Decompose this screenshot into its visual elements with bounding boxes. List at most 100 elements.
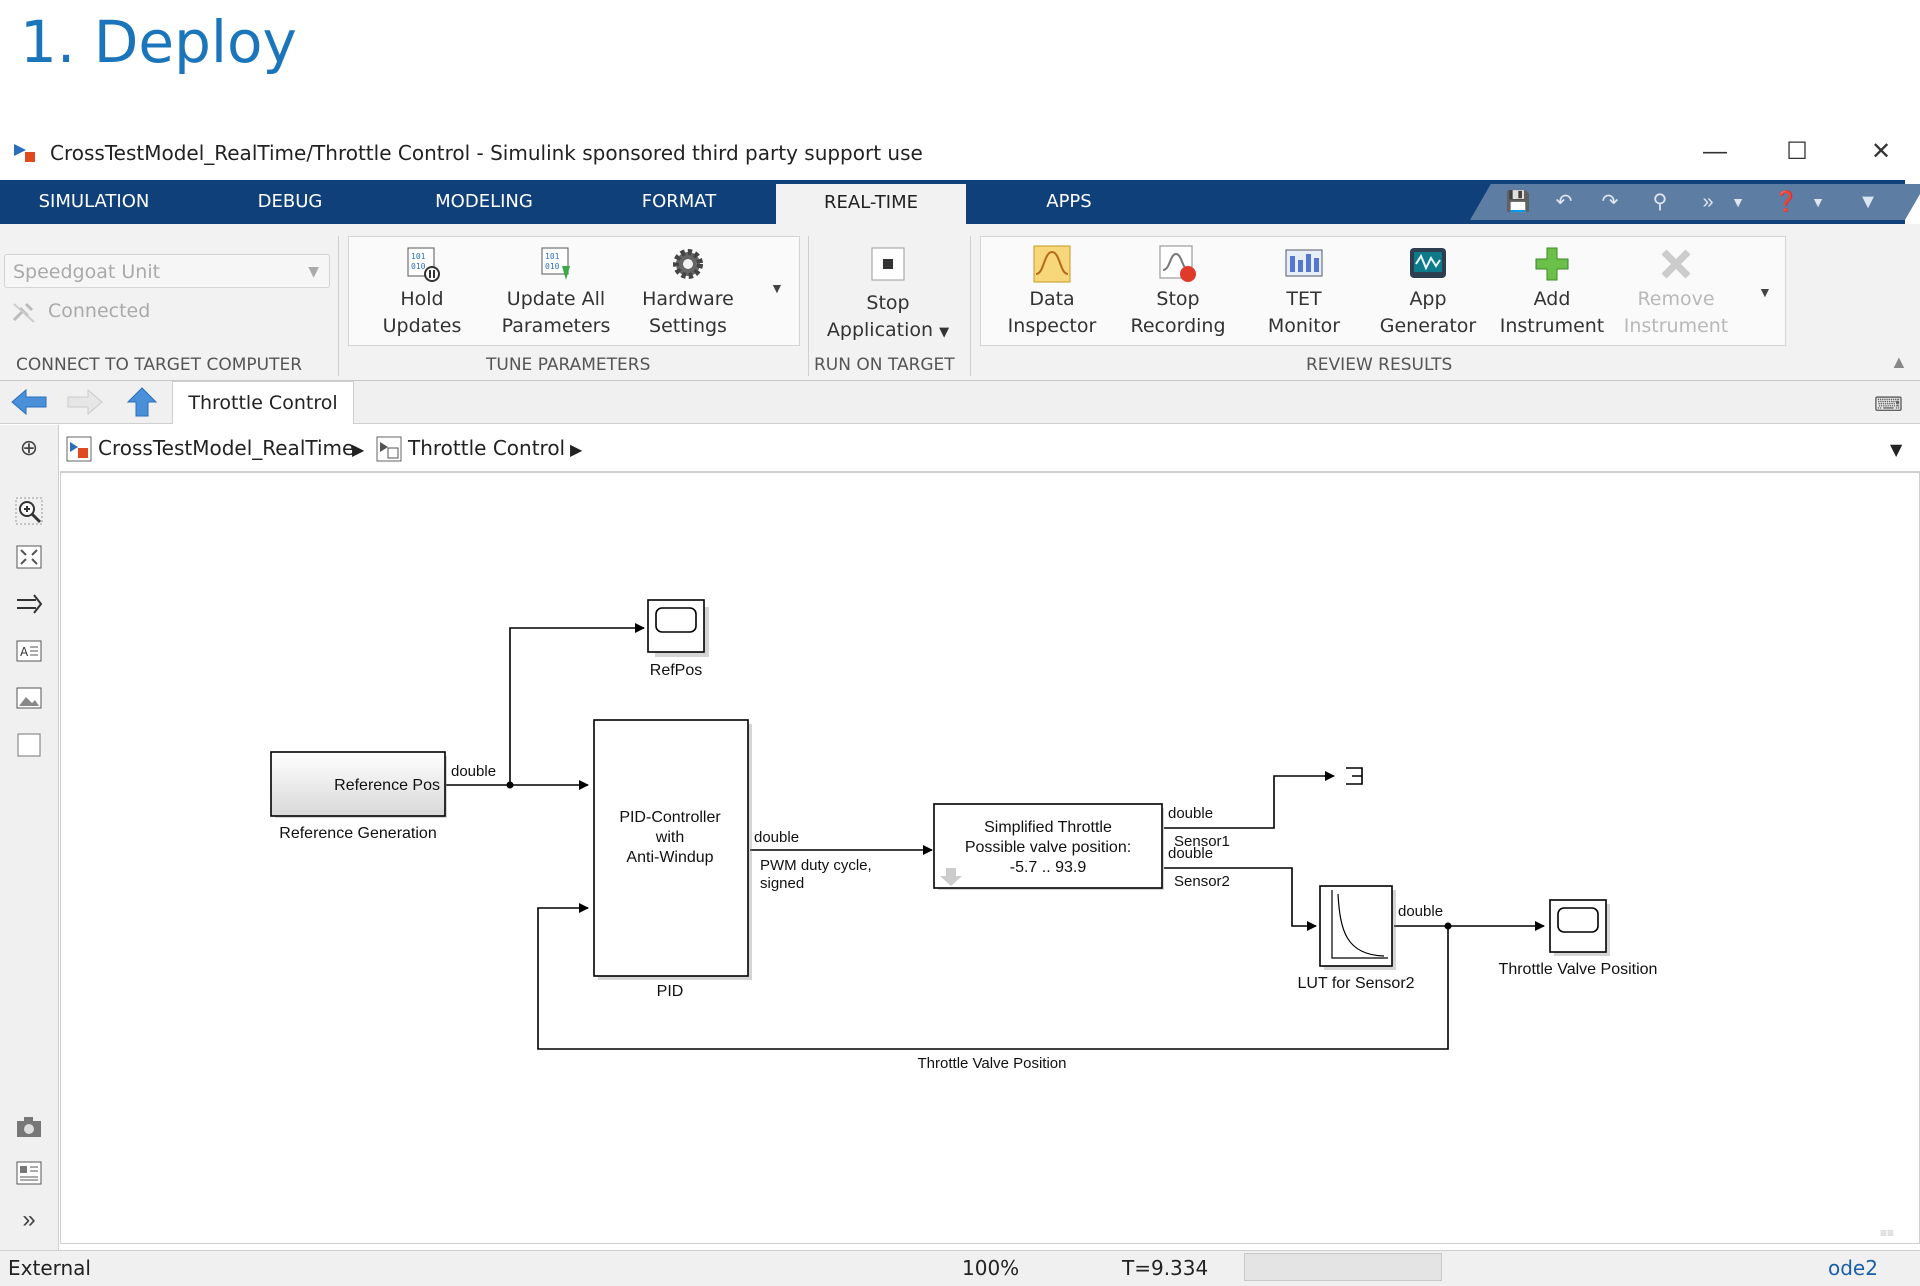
zoom-level[interactable]: 100% xyxy=(962,1256,1020,1280)
hide-explorer-icon[interactable]: ⊕ xyxy=(19,435,39,460)
signal-arrows-icon[interactable] xyxy=(14,589,44,619)
signal-datatype-label: double xyxy=(1168,845,1213,862)
section-label-run: RUN ON TARGET xyxy=(814,355,955,375)
review-expand-chevron-icon[interactable]: ▼ xyxy=(1758,284,1772,300)
model-icon xyxy=(66,436,92,462)
up-arrow-icon[interactable] xyxy=(126,386,158,418)
signal-line[interactable] xyxy=(1164,867,1317,931)
ribbon-separator xyxy=(970,236,971,376)
undo-icon[interactable]: ↶ xyxy=(1555,191,1573,213)
section-label-review: REVIEW RESULTS xyxy=(1306,355,1453,375)
target-computer-select[interactable]: Speedgoat Unit ▼ xyxy=(4,254,330,288)
forward-arrow-icon[interactable] xyxy=(66,388,104,416)
throttle-text-line1: Simplified Throttle xyxy=(984,819,1112,836)
hold-updates-label-line2: Updates xyxy=(382,315,462,337)
model-tab[interactable]: Throttle Control xyxy=(172,381,354,424)
chevron-down-icon[interactable]: ▼ xyxy=(1731,194,1745,210)
branch-point xyxy=(506,781,514,789)
feedback-signal-line[interactable] xyxy=(537,903,1449,1050)
pid-controller-block[interactable] xyxy=(593,719,752,980)
pid-text-line1: PID-Controller xyxy=(619,809,721,826)
lut-sensor2-block[interactable] xyxy=(1319,885,1396,970)
stop-recording-icon xyxy=(1159,245,1196,282)
section-label-tune: TUNE PARAMETERS xyxy=(486,355,651,375)
stop-recording-button[interactable]: Stop Recording xyxy=(1118,244,1238,340)
reference-pos-port-label: Reference Pos xyxy=(334,777,440,794)
data-inspector-button[interactable]: Data Inspector xyxy=(992,244,1112,340)
tet-monitor-label-line1: TET xyxy=(1286,288,1322,310)
collapse-ribbon-icon[interactable]: ▲ xyxy=(1890,352,1908,372)
pid-text-line2: with xyxy=(655,829,684,846)
tab-real-time[interactable]: REAL-TIME xyxy=(776,184,966,224)
signal-line[interactable] xyxy=(1164,771,1335,829)
data-inspector-label-line2: Inspector xyxy=(1007,315,1097,337)
help-icon[interactable]: ❓ xyxy=(1773,191,1799,213)
options-icon[interactable]: ▼ xyxy=(1858,191,1878,213)
hardware-settings-button[interactable]: Hardware Settings xyxy=(628,244,748,340)
search-icon[interactable]: ⚲ xyxy=(1652,191,1668,213)
update-all-parameters-button[interactable]: 101 010 Update All Parameters xyxy=(492,244,620,340)
canvas-resize-grip-icon: ≡≡ xyxy=(1880,1226,1895,1240)
property-inspector-icon[interactable] xyxy=(14,1158,44,1188)
ribbon-separator xyxy=(338,236,339,376)
throttle-text-line2: Possible valve position: xyxy=(965,839,1131,856)
signal-datatype-label: double xyxy=(1168,805,1213,822)
camera-icon[interactable] xyxy=(14,1112,44,1142)
target-computer-value: Speedgoat Unit xyxy=(13,261,161,283)
solver-link[interactable]: ode2 xyxy=(1828,1256,1878,1280)
breadcrumb-root[interactable]: CrossTestModel_RealTime xyxy=(98,436,355,460)
plus-icon xyxy=(1535,247,1569,281)
breadcrumb-child[interactable]: Throttle Control xyxy=(408,436,566,460)
fit-to-view-icon[interactable] xyxy=(14,542,44,572)
breadcrumb-dropdown-icon[interactable]: ▼ xyxy=(1890,440,1903,459)
svg-text:101: 101 xyxy=(545,252,560,261)
refpos-scope-block[interactable] xyxy=(647,599,709,657)
back-arrow-icon[interactable] xyxy=(10,388,48,416)
tab-debug[interactable]: DEBUG xyxy=(257,191,323,212)
save-icon[interactable]: 💾 xyxy=(1505,191,1531,213)
expand-palette-icon[interactable]: » xyxy=(22,1206,36,1233)
simulation-time: T=9.334 xyxy=(1122,1256,1209,1280)
throttle-valve-position-scope-block[interactable] xyxy=(1549,899,1610,956)
tab-apps[interactable]: APPS xyxy=(1046,191,1092,212)
keyboard-icon[interactable]: ⌨ xyxy=(1874,394,1903,416)
stop-icon xyxy=(871,247,905,281)
close-icon[interactable]: ✕ xyxy=(1870,138,1892,165)
svg-text:101: 101 xyxy=(411,252,426,261)
tet-monitor-button[interactable]: TET Monitor xyxy=(1244,244,1364,340)
add-instrument-button[interactable]: Add Instrument xyxy=(1492,244,1612,340)
maximize-icon[interactable]: ☐ xyxy=(1786,138,1808,165)
area-box-icon[interactable] xyxy=(14,730,44,760)
zoom-in-icon[interactable] xyxy=(14,496,44,526)
tab-simulation[interactable]: SIMULATION xyxy=(38,191,150,212)
signal-line[interactable] xyxy=(509,623,645,785)
remove-instrument-button[interactable]: Remove Instrument xyxy=(1616,244,1736,340)
simplified-throttle-block[interactable] xyxy=(933,803,1164,890)
update-all-label-line2: Parameters xyxy=(501,315,611,337)
update-parameters-icon: 101 010 xyxy=(541,247,570,280)
pid-text-line3: Anti-Windup xyxy=(626,849,713,866)
simulation-mode: External xyxy=(8,1256,91,1280)
terminator-block[interactable] xyxy=(1346,767,1363,785)
app-generator-button[interactable]: App Generator xyxy=(1368,244,1488,340)
lut-label: LUT for Sensor2 xyxy=(1297,975,1414,992)
stop-application-button[interactable]: Stop Application ▼ xyxy=(818,244,958,346)
image-icon[interactable] xyxy=(14,683,44,713)
step-icon[interactable]: » xyxy=(1702,191,1714,213)
breadcrumb xyxy=(60,425,1920,472)
hold-updates-label-line1: Hold xyxy=(400,288,444,310)
help-chevron-down-icon[interactable]: ▼ xyxy=(1811,194,1825,210)
feedback-signal-label: Throttle Valve Position xyxy=(918,1055,1067,1072)
tet-monitor-icon xyxy=(1285,249,1323,277)
redo-icon[interactable]: ↷ xyxy=(1601,191,1619,213)
tab-modeling[interactable]: MODELING xyxy=(435,191,533,212)
tab-format[interactable]: FORMAT xyxy=(641,191,717,212)
pwm-signal-label-line1: PWM duty cycle, xyxy=(760,857,872,874)
app-generator-label-line1: App xyxy=(1409,288,1447,310)
minimize-icon[interactable]: — xyxy=(1703,138,1727,165)
hold-updates-button[interactable]: 101 010 Hold Updates xyxy=(362,244,482,340)
app-generator-icon xyxy=(1410,248,1446,278)
tune-expand-chevron-icon[interactable]: ▼ xyxy=(770,280,784,296)
annotation-icon[interactable]: A xyxy=(14,636,44,666)
reference-generation-block[interactable] xyxy=(270,751,447,818)
